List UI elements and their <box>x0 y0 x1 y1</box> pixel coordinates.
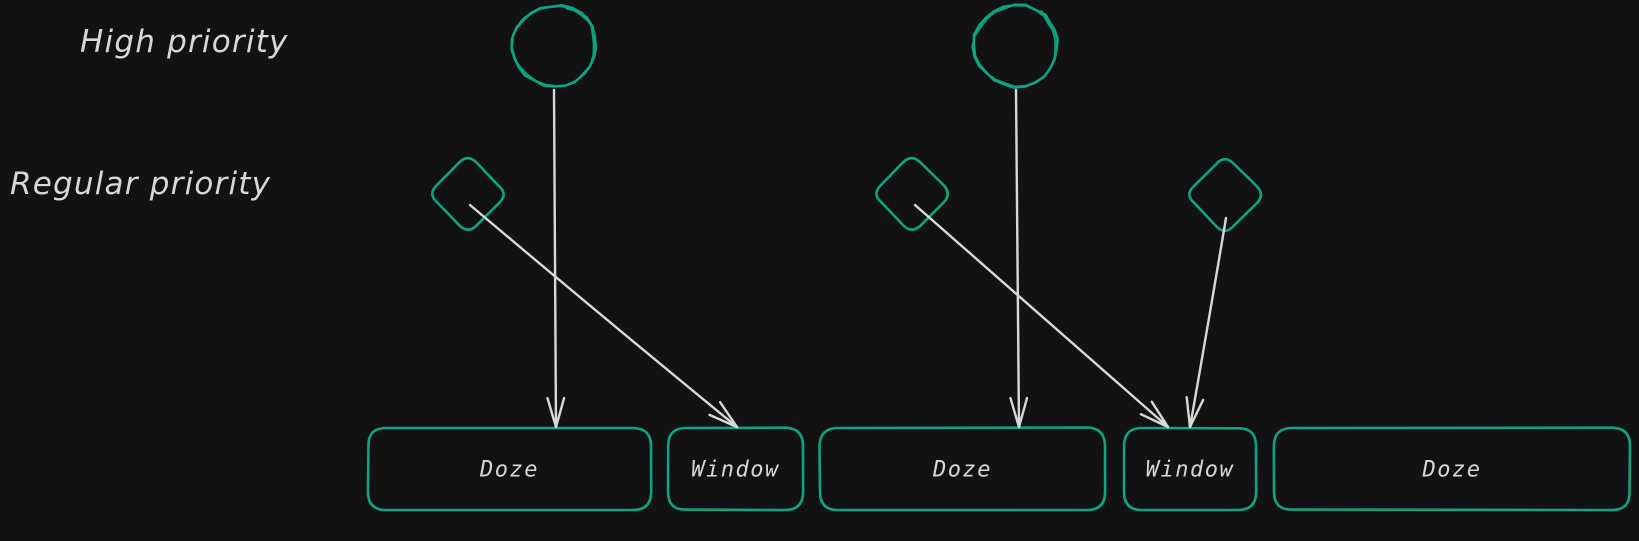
high-priority-circle-2[interactable] <box>971 3 1059 89</box>
lane-label-regular-priority: Regular priority <box>10 166 272 202</box>
arrow-diamond1-to-window1-head <box>708 413 739 429</box>
regular-priority-diamond-3[interactable] <box>1188 157 1263 233</box>
high-priority-circle-2-stroke-2 <box>971 3 1057 88</box>
arrow-diamond3-to-window2-head <box>1188 398 1205 429</box>
lane-label-high-priority: High priority <box>80 24 289 60</box>
high-priority-circle-1-stroke-2 <box>510 4 595 88</box>
arrow-diamond1-to-window1-shaft <box>468 203 739 429</box>
box-doze-2[interactable] <box>818 426 1107 512</box>
arrow-diamond3-to-window2-shaft <box>1188 216 1228 429</box>
arrow-diamond1-to-window1-head <box>718 401 739 429</box>
arrow-diamond2-to-window2-shaft <box>913 203 1170 429</box>
box-window-2-label: Window <box>1145 457 1235 483</box>
box-window-1[interactable] <box>666 426 805 512</box>
box-window-1-label: Window <box>691 457 780 483</box>
box-doze-3[interactable] <box>1272 426 1632 512</box>
box-doze-3-label: Doze <box>1422 457 1482 483</box>
arrow-circle2-to-doze2[interactable] <box>1009 88 1029 429</box>
arrow-diamond1-to-window1[interactable] <box>468 203 739 429</box>
arrow-diamond2-to-window2-head <box>1150 400 1170 429</box>
box-doze-1-label: Doze <box>480 457 539 483</box>
arrow-diamond2-to-window2[interactable] <box>913 203 1170 429</box>
box-doze-2-label: Doze <box>933 457 992 483</box>
box-doze-1[interactable] <box>366 426 653 512</box>
arrow-circle1-to-doze1[interactable] <box>546 88 566 429</box>
regular-priority-diamond-2[interactable] <box>875 156 949 231</box>
arrow-diamond2-to-window2-head <box>1139 413 1170 429</box>
arrow-diamond3-to-window2[interactable] <box>1185 216 1228 429</box>
arrow-circle2-to-doze2-head <box>1009 397 1021 429</box>
regular-priority-diamond-1[interactable] <box>431 156 505 232</box>
arrow-diamond3-to-window2-head <box>1185 396 1192 429</box>
high-priority-circle-1[interactable] <box>510 4 598 88</box>
arrow-circle1-to-doze1-head <box>546 397 558 429</box>
arrow-circle2-to-doze2-shaft <box>1014 88 1021 429</box>
arrow-circle2-to-doze2-head <box>1017 396 1029 429</box>
box-window-2[interactable] <box>1122 426 1258 512</box>
arrow-circle1-to-doze1-head <box>554 396 566 429</box>
arrow-circle1-to-doze1-shaft <box>552 88 558 429</box>
